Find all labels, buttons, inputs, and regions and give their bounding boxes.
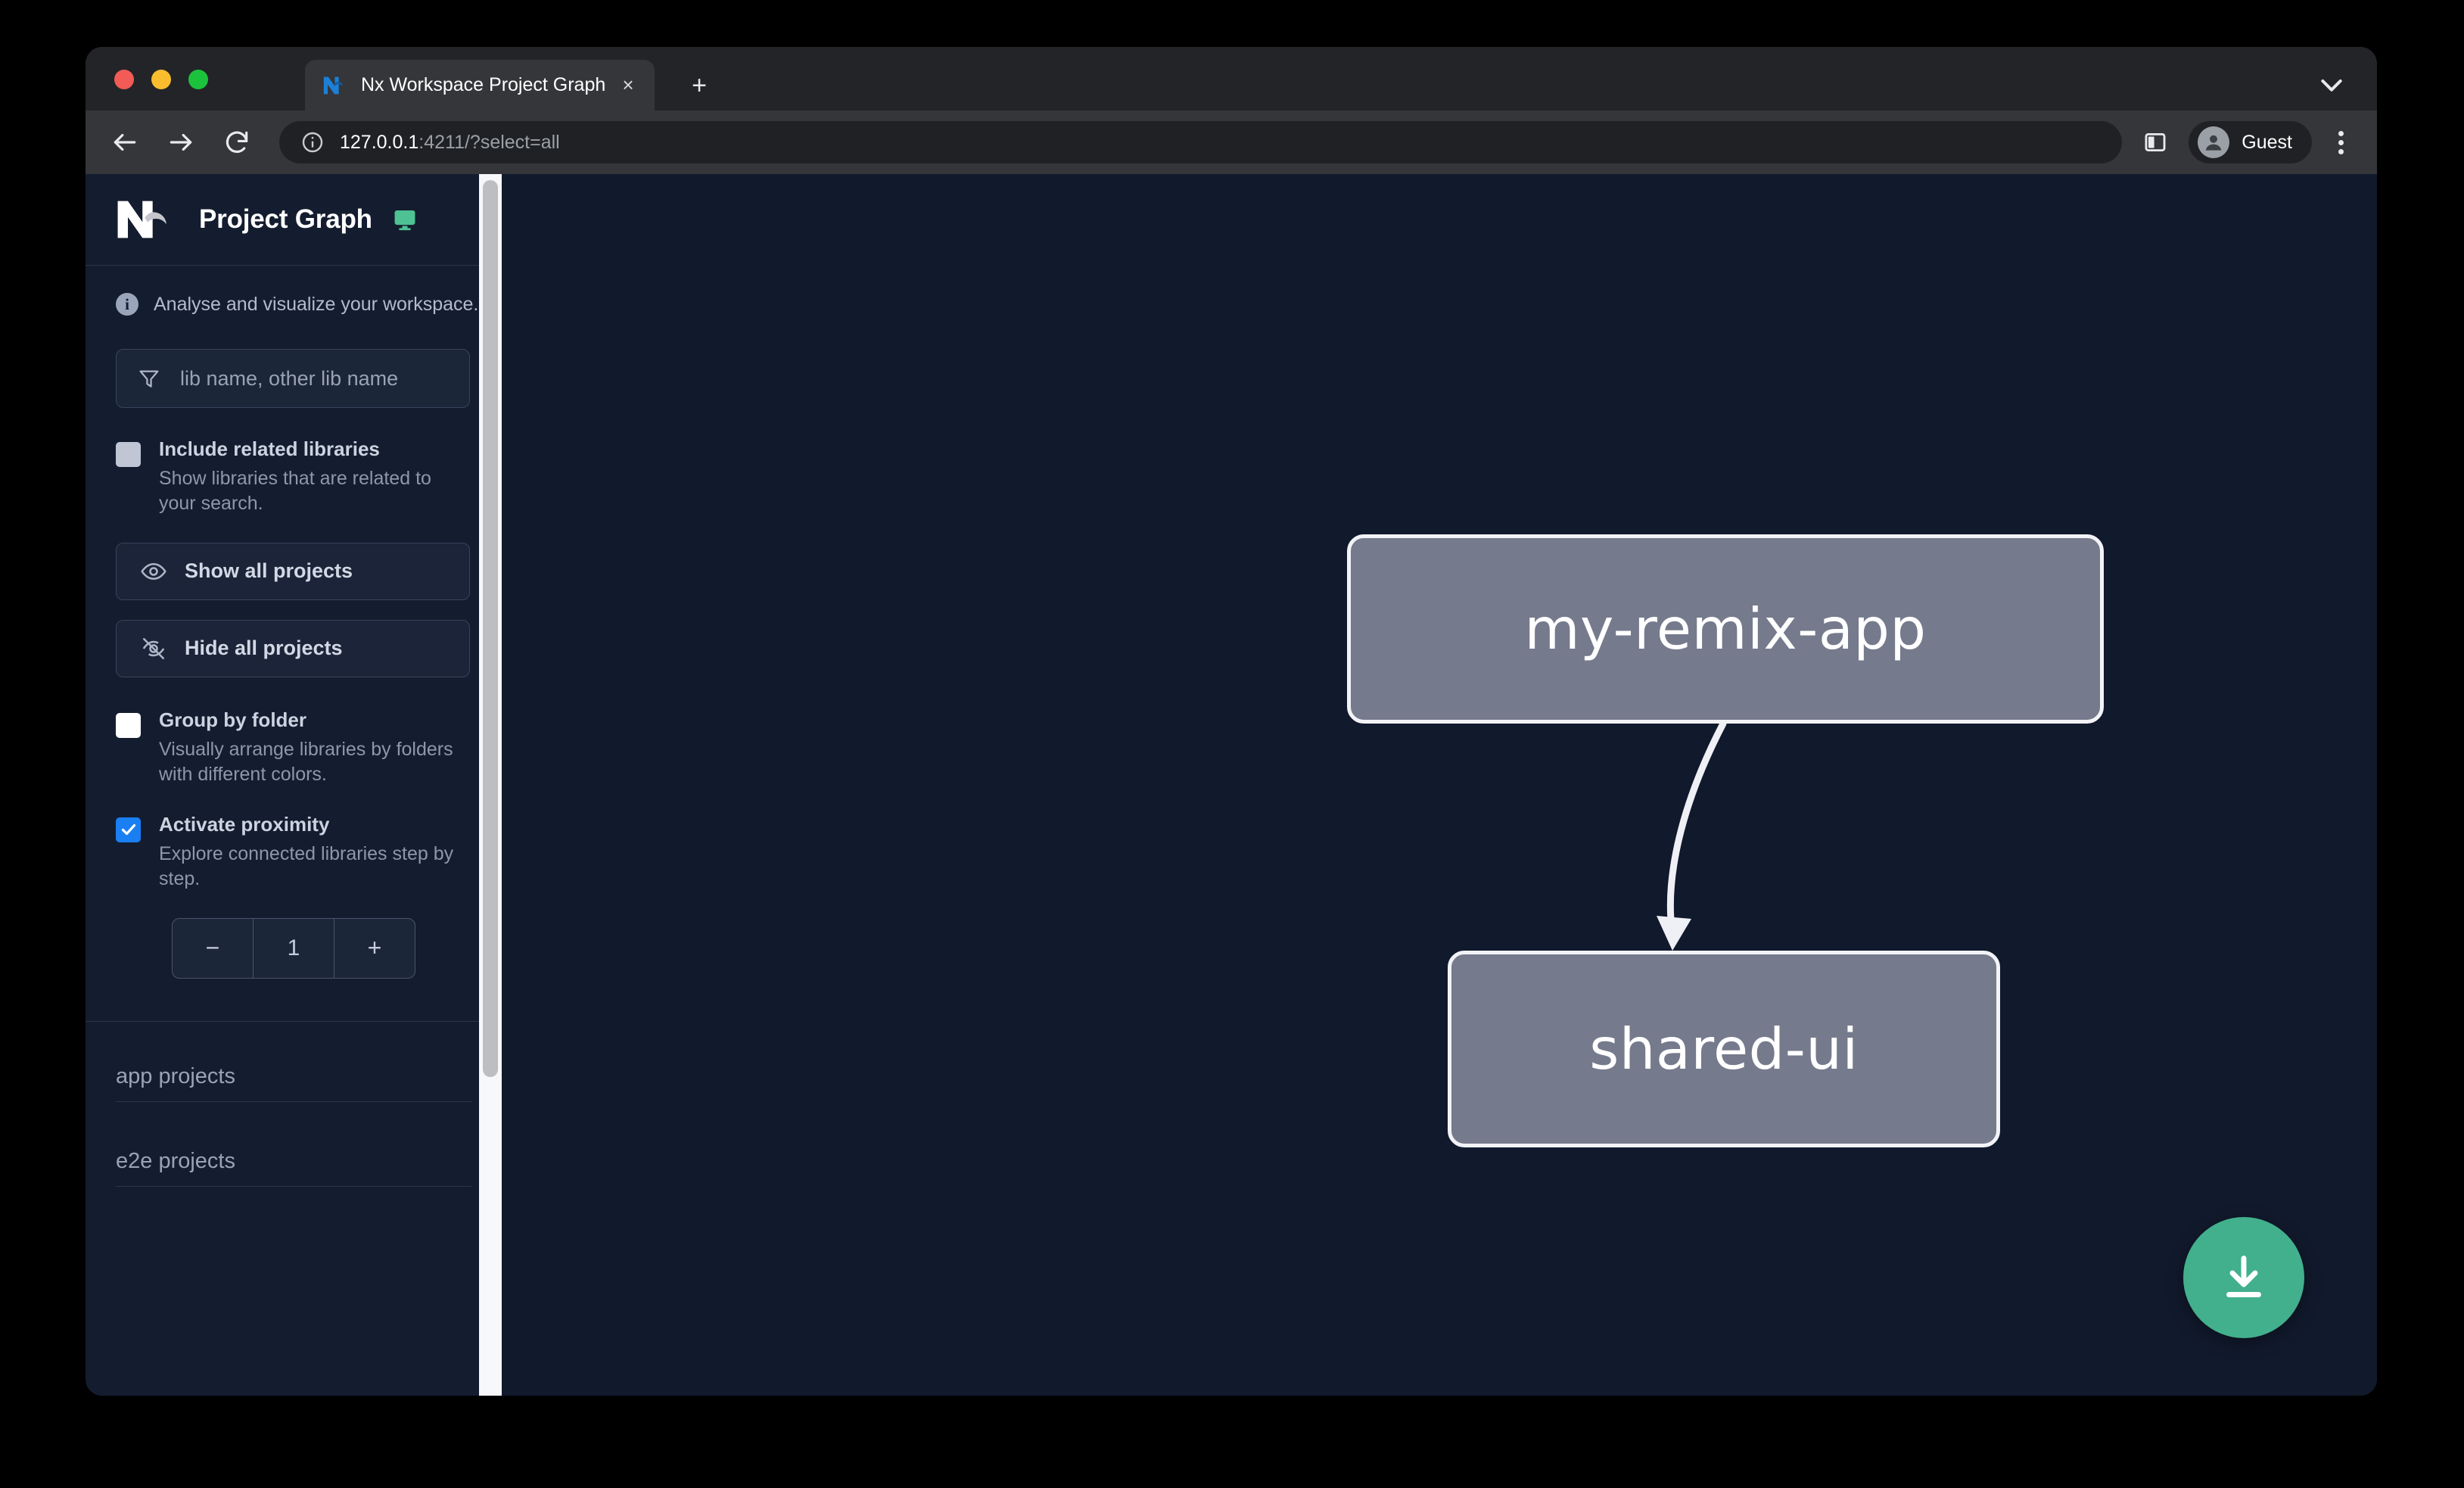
- page-title: Project Graph: [199, 204, 372, 234]
- option-include-related-libraries[interactable]: Include related libraries Show libraries…: [86, 437, 502, 517]
- search-box[interactable]: [116, 349, 470, 408]
- new-tab-button[interactable]: +: [692, 71, 707, 100]
- sidebar-scrollbar-thumb[interactable]: [483, 180, 498, 1077]
- sidebar-divider-2: [86, 1020, 502, 1022]
- option-texts: Group by folder Visually arrange librari…: [159, 708, 470, 788]
- split-panel-icon[interactable]: [2139, 126, 2172, 159]
- option-description: Show libraries that are related to your …: [159, 467, 431, 515]
- proximity-decrement-button[interactable]: −: [205, 934, 220, 962]
- url-text: 127.0.0.1:4211/?select=all: [340, 132, 560, 154]
- browser-toolbar: 127.0.0.1:4211/?select=all: [86, 111, 2377, 174]
- option-description: Explore connected libraries step by step…: [159, 842, 454, 890]
- kebab-dot: [2338, 130, 2344, 136]
- proximity-value: 1: [253, 918, 334, 978]
- proximity-increment-button[interactable]: +: [367, 934, 382, 962]
- option-texts: Include related libraries Show libraries…: [159, 437, 470, 517]
- sidebar: Project Graph i Analyse and visualize yo…: [86, 174, 502, 1396]
- info-icon: i: [116, 293, 138, 316]
- close-tab-icon[interactable]: ×: [622, 73, 634, 96]
- profile-name: Guest: [2242, 131, 2292, 153]
- proximity-stepper[interactable]: − 1 +: [172, 917, 415, 979]
- chevron-down-icon[interactable]: [2315, 68, 2348, 101]
- project-graph-canvas[interactable]: my-remix-app shared-ui: [502, 174, 2377, 1396]
- profile-chip[interactable]: Guest: [2189, 121, 2312, 163]
- url-host: 127.0.0.1: [340, 131, 419, 153]
- option-group-by-folder[interactable]: Group by folder Visually arrange librari…: [86, 708, 502, 788]
- browser-window: Nx Workspace Project Graph × +: [86, 47, 2377, 1396]
- tab-title: Nx Workspace Project Graph: [361, 74, 606, 95]
- maximize-window-button[interactable]: [188, 70, 208, 89]
- avatar: [2198, 126, 2230, 158]
- filter-funnel-icon: [136, 366, 162, 391]
- toolbar-right-group: Guest: [2139, 121, 2377, 163]
- option-activate-proximity[interactable]: Activate proximity Explore connected lib…: [86, 812, 502, 892]
- graph-edge-layer: [1657, 720, 1727, 951]
- window-traffic-lights: [114, 70, 208, 89]
- workspace-info-text: Analyse and visualize your workspace.: [154, 293, 479, 315]
- close-window-button[interactable]: [114, 70, 134, 89]
- sidebar-divider: [86, 265, 502, 266]
- download-icon: [2226, 1256, 2261, 1297]
- monitor-icon[interactable]: [392, 207, 418, 232]
- graph-node-label: shared-ui: [1589, 1016, 1859, 1082]
- reload-icon[interactable]: [217, 123, 257, 162]
- url-path: :4211/?select=all: [418, 131, 560, 153]
- kebab-menu-icon[interactable]: [2324, 126, 2357, 159]
- browser-tab[interactable]: Nx Workspace Project Graph ×: [305, 60, 655, 111]
- include-related-libraries-checkbox[interactable]: [116, 442, 141, 467]
- back-arrow-icon[interactable]: [105, 123, 145, 162]
- sidebar-scrollbar[interactable]: [479, 174, 502, 1396]
- option-label: Include related libraries: [159, 437, 380, 460]
- address-bar[interactable]: 127.0.0.1:4211/?select=all: [279, 121, 2123, 163]
- download-graph-button[interactable]: [2183, 1217, 2304, 1338]
- graph-node-label: my-remix-app: [1524, 596, 1927, 662]
- nx-logo-icon: [322, 73, 347, 98]
- option-texts: Activate proximity Explore connected lib…: [159, 812, 470, 892]
- info-circle-icon[interactable]: [299, 129, 326, 156]
- group-by-folder-checkbox[interactable]: [116, 712, 141, 738]
- activate-proximity-checkbox[interactable]: [116, 817, 141, 842]
- search-input[interactable]: [179, 366, 450, 391]
- graph-node-my-remix-app[interactable]: my-remix-app: [1347, 534, 2104, 724]
- eye-slash-icon: [139, 634, 168, 663]
- option-label: Activate proximity: [159, 812, 330, 836]
- show-all-projects-button[interactable]: Show all projects: [116, 542, 470, 600]
- minimize-window-button[interactable]: [151, 70, 171, 89]
- nx-logo: [116, 199, 178, 240]
- eye-icon: [139, 557, 168, 586]
- graph-node-shared-ui[interactable]: shared-ui: [1448, 951, 2000, 1147]
- edge-my-remix-app-to-shared-ui: [1666, 720, 1727, 938]
- kebab-dot: [2338, 139, 2344, 145]
- show-all-projects-label: Show all projects: [185, 559, 353, 583]
- forward-arrow-icon[interactable]: [161, 123, 201, 162]
- sidebar-header: Project Graph: [86, 174, 502, 265]
- option-description: Visually arrange libraries by folders wi…: [159, 738, 453, 786]
- edge-arrowhead: [1657, 916, 1691, 951]
- kebab-dot: [2338, 148, 2344, 154]
- workspace-info: i Analyse and visualize your workspace.: [86, 266, 502, 338]
- page-viewport: Project Graph i Analyse and visualize yo…: [86, 174, 2377, 1396]
- section-app-projects[interactable]: app projects: [116, 1064, 471, 1102]
- tab-strip: Nx Workspace Project Graph × +: [86, 47, 2377, 111]
- option-label: Group by folder: [159, 708, 306, 731]
- hide-all-projects-label: Hide all projects: [185, 637, 343, 660]
- section-e2e-projects[interactable]: e2e projects: [116, 1149, 471, 1187]
- hide-all-projects-button[interactable]: Hide all projects: [116, 619, 470, 677]
